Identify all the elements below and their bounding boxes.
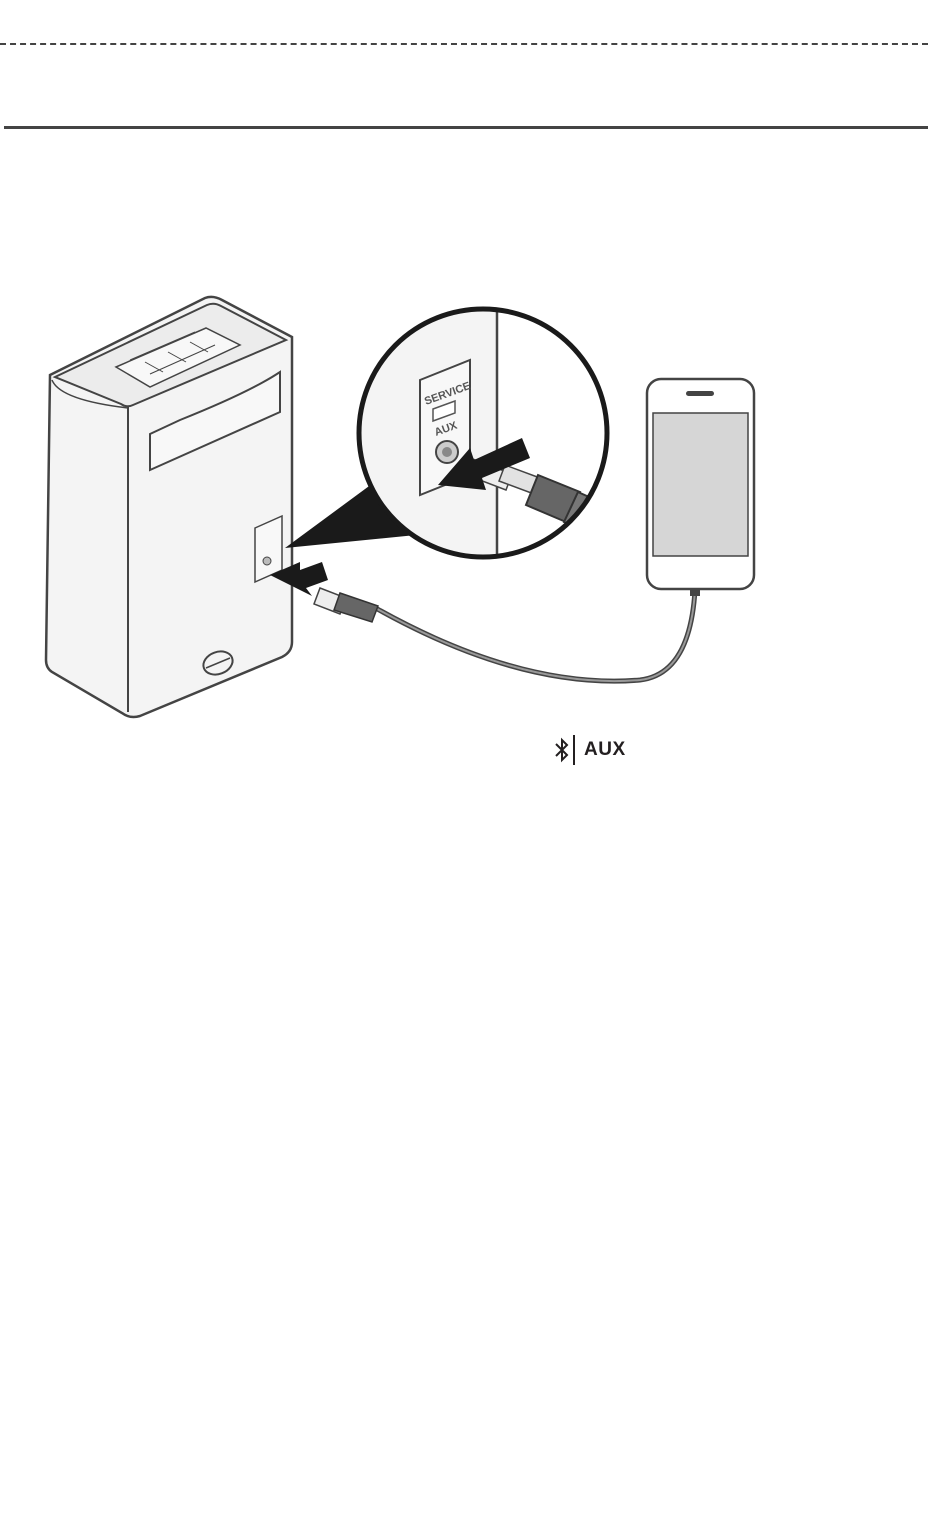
- bluetooth-aux-indicator: AUX: [553, 733, 626, 767]
- header-rule: [4, 126, 928, 129]
- separator-bar: [571, 734, 577, 766]
- aux-indicator-label: AUX: [584, 739, 626, 761]
- speaker-illustration: [46, 297, 292, 717]
- dashed-header-rule: [0, 43, 928, 45]
- phone-illustration: [647, 379, 754, 596]
- bluetooth-icon: [553, 735, 571, 765]
- aux-connection-illustration: SERVICE AUX: [0, 280, 950, 740]
- small-aux-plug: [314, 588, 378, 622]
